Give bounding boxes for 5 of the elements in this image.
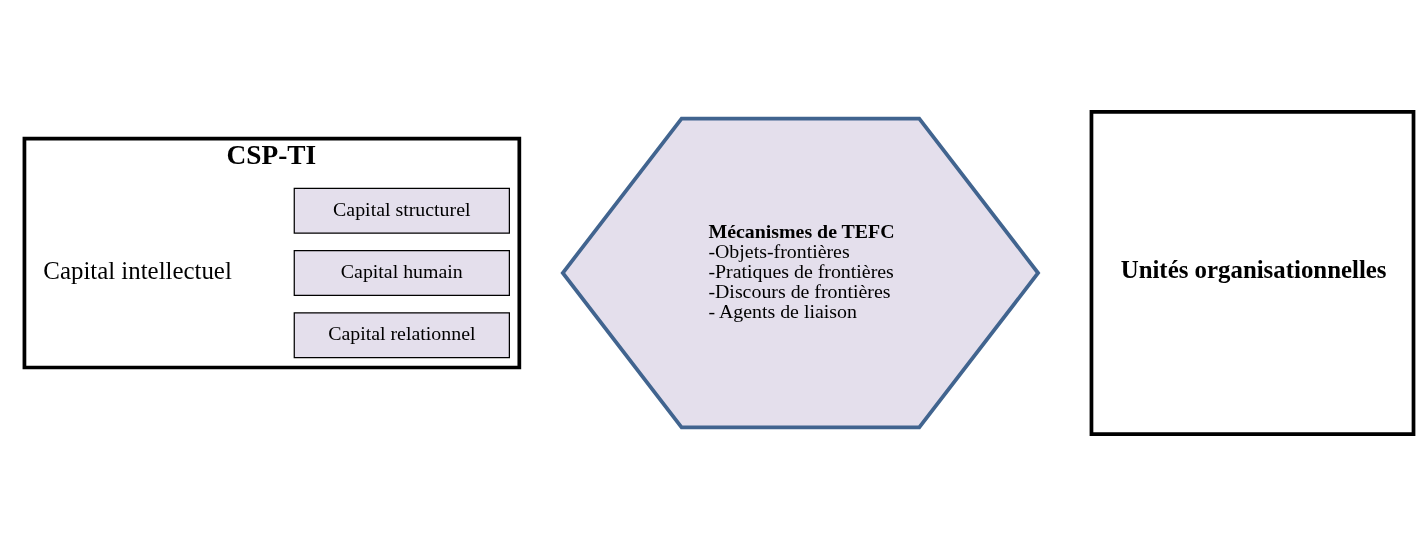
node-box: Unités organisationnelles xyxy=(1089,109,1416,436)
label: Capital intellectuel xyxy=(43,256,232,284)
node-box: Capital humain xyxy=(293,249,510,296)
node-box: Capital structurel xyxy=(293,187,510,234)
node-box: Capital relationnel xyxy=(293,311,510,358)
